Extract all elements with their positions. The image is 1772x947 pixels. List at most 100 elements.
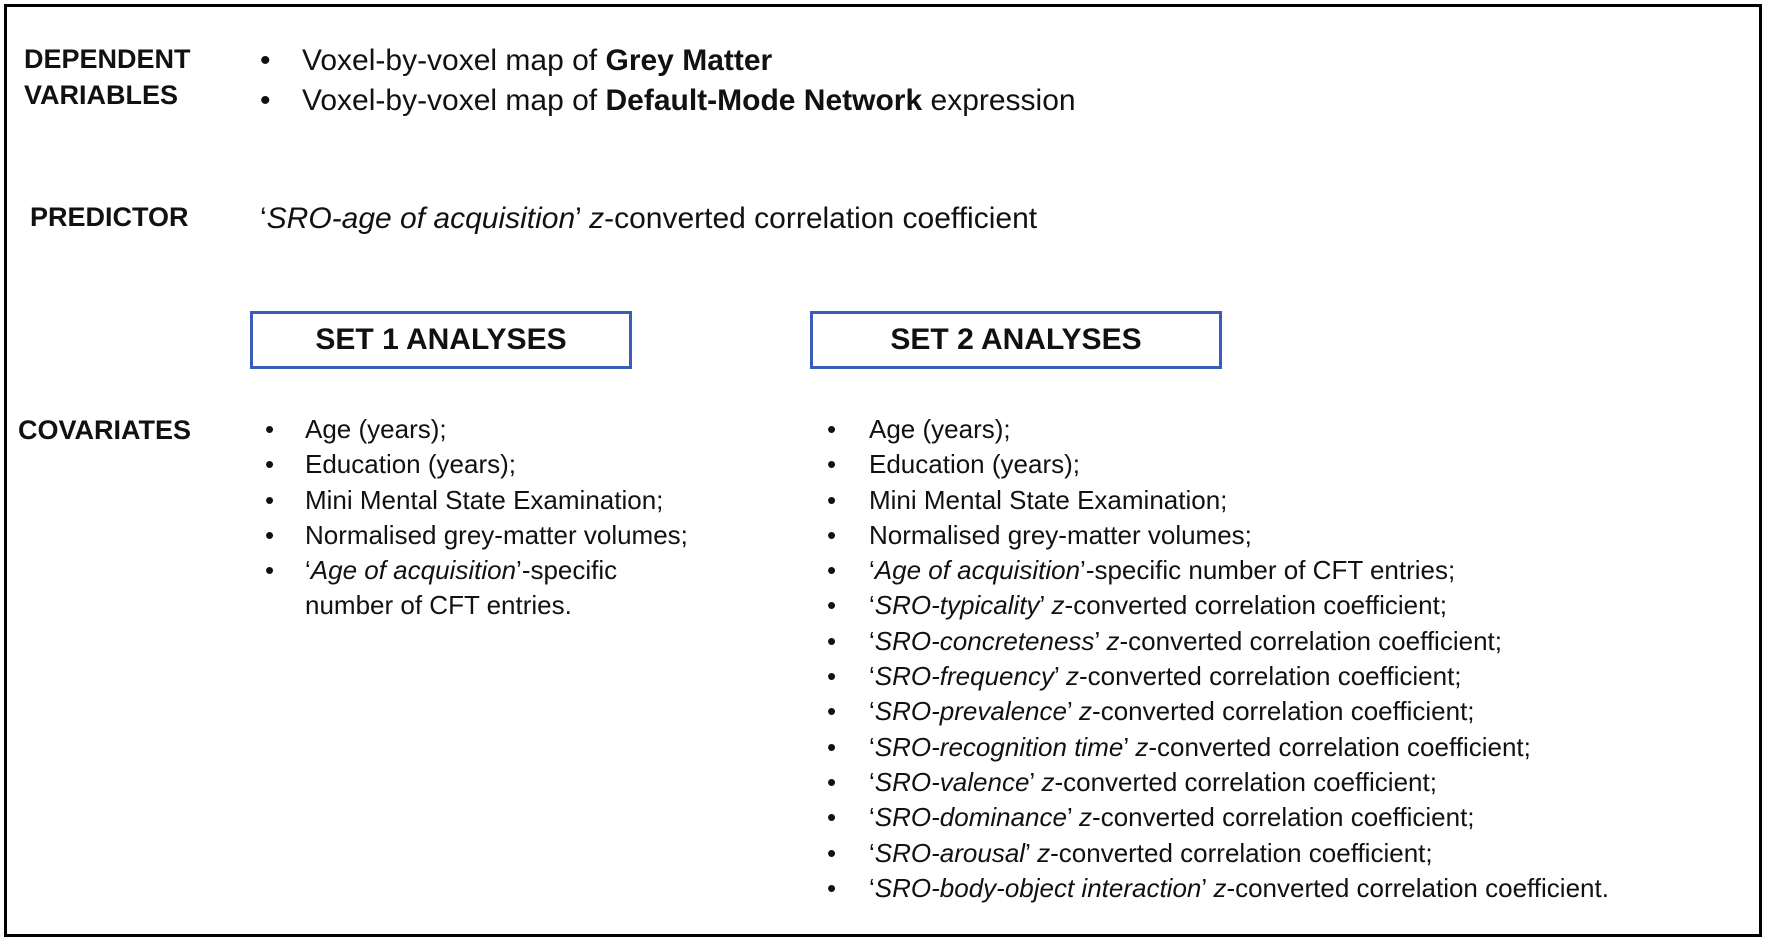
covariate-rest: -specific number of CFT entries; — [1085, 555, 1456, 586]
predictor-text: ‘SRO-age of acquisition’ z-converted cor… — [260, 199, 1037, 239]
covariate-text: Mini Mental State Examination; — [869, 484, 1228, 515]
bullet-icon: • — [827, 449, 837, 480]
z-symbol: z — [1213, 872, 1227, 903]
quote-open: ‘ — [305, 555, 311, 586]
set2-analyses-box: SET 2 ANALYSES — [810, 311, 1222, 369]
list-item: • Normalised grey-matter volumes; — [265, 518, 705, 553]
covariate-rest: -converted correlation coefficient; — [1064, 590, 1448, 621]
predictor-label: PREDICTOR — [30, 202, 189, 232]
covariate-term: SRO-prevalence — [874, 696, 1067, 727]
list-item: • ‘Age of acquisition’-specific number of… — [827, 553, 1757, 588]
quote-close: ’ — [1080, 555, 1086, 586]
covariate-rest: -converted correlation coefficient; — [1092, 696, 1475, 727]
bullet-icon: • — [265, 484, 275, 515]
z-symbol: z — [1135, 731, 1149, 762]
quote-open: ‘ — [869, 837, 875, 868]
bullet-icon: • — [827, 802, 837, 833]
dependent-item-bold: Grey Matter — [605, 44, 773, 77]
covariate-rest: -converted correlation coefficient; — [1050, 837, 1433, 868]
bullet-icon: • — [827, 625, 837, 656]
bullet-icon: • — [827, 696, 837, 727]
bullet-icon: • — [827, 519, 837, 550]
covariate-text: Age (years); — [869, 414, 1011, 444]
list-item: •‘SRO-dominance’ z-converted correlation… — [827, 800, 1757, 835]
covariate-rest: -converted correlation coefficient; — [1092, 802, 1475, 833]
list-item: • ‘SRO-body-object interaction’ z-convert… — [827, 871, 1757, 906]
bullet-icon: • — [265, 519, 275, 550]
set2-covariates-list: • Age (years); • Education (years); • Mini … — [827, 412, 1757, 906]
dependent-item-bold: Default-Mode Network — [605, 84, 923, 117]
covariate-rest: -converted correlation coefficient. — [1226, 872, 1609, 903]
list-item: • Voxel-by-voxel map of Default-Mode Net… — [260, 81, 1076, 121]
covariate-text: Normalised grey-matter volumes; — [869, 519, 1252, 550]
list-item: •‘SRO-frequency’ z-converted correlation… — [827, 659, 1757, 694]
list-item: • Mini Mental State Examination; — [265, 483, 705, 518]
quote-open: ‘ — [260, 202, 267, 235]
list-item: •Age (years); — [265, 412, 705, 447]
quote-open: ‘ — [869, 625, 875, 656]
list-item: • Mini Mental State Examination; — [827, 483, 1757, 518]
covariate-term: SRO-arousal — [874, 837, 1026, 868]
covariate-term: Age of acquisition — [310, 555, 517, 586]
bullet-icon: • — [827, 837, 837, 868]
covariate-text: Mini Mental State Examination; — [305, 484, 664, 515]
quote-close: ’ — [516, 555, 522, 586]
bullet-icon: • — [827, 414, 837, 444]
bullet-icon: • — [260, 44, 271, 77]
quote-open: ‘ — [869, 555, 875, 586]
set1-covariates-list: •Age (years); • Education (years); • Mini … — [265, 412, 705, 624]
quote-open: ‘ — [869, 766, 875, 797]
bullet-icon: • — [265, 449, 275, 480]
list-item: •‘SRO-concreteness’ z-converted correlat… — [827, 624, 1757, 659]
predictor-rest: -converted correlation coefficient — [604, 202, 1038, 235]
bullet-icon: • — [827, 872, 837, 903]
quote-open: ‘ — [869, 872, 875, 903]
z-symbol: z — [1079, 802, 1093, 833]
quote-close: ’ — [1123, 731, 1136, 762]
list-item: •‘SRO-prevalence’ z-converted correlatio… — [827, 694, 1757, 729]
dependent-label-line2: VARIABLES — [24, 80, 179, 110]
list-item: •‘SRO-arousal’ z-converted correlation c… — [827, 836, 1757, 871]
covariates-label: COVARIATES — [18, 415, 192, 445]
bullet-icon: • — [265, 555, 275, 586]
covariate-term: Age of acquisition — [874, 555, 1081, 586]
quote-close: ’ — [1066, 802, 1080, 833]
set1-analyses-box: SET 1 ANALYSES — [250, 311, 632, 369]
bullet-icon: • — [827, 731, 837, 762]
covariate-text: Normalised grey-matter volumes; — [305, 519, 688, 550]
covariate-text: Education (years); — [869, 449, 1080, 480]
z-symbol: z — [589, 202, 605, 235]
list-item: •‘SRO-typicality’ z-converted correlatio… — [827, 588, 1757, 623]
quote-close: ’ — [1201, 872, 1214, 903]
list-item: • ‘Age of acquisition’-specific number of… — [265, 553, 705, 624]
z-symbol: z — [1079, 696, 1093, 727]
z-symbol: z — [1051, 590, 1065, 621]
quote-close: ’ — [575, 202, 581, 235]
quote-open: ‘ — [869, 661, 875, 692]
covariate-text: Education (years); — [305, 449, 516, 480]
covariate-rest: -specific number of CFT entries. — [305, 555, 618, 621]
covariate-rest: -converted correlation coefficient; — [1119, 625, 1502, 656]
bullet-icon: • — [827, 484, 837, 515]
quote-open: ‘ — [869, 802, 875, 833]
covariate-rest: -converted correlation coefficient; — [1079, 661, 1462, 692]
covariate-rest: -converted correlation coefficient; — [1148, 731, 1531, 762]
bullet-icon: • — [827, 555, 837, 586]
covariate-term: SRO-body-object interaction — [874, 872, 1202, 903]
quote-close: ’ — [1053, 661, 1067, 692]
list-item: • Age (years); — [827, 412, 1757, 447]
quote-close: ’ — [1094, 625, 1107, 656]
bullet-icon: • — [265, 414, 275, 444]
dependent-label-line1: DEPENDENT — [24, 44, 191, 74]
list-item: • Education (years); — [827, 447, 1757, 482]
covariate-term: SRO-concreteness — [874, 625, 1095, 656]
dependent-item-text: Voxel-by-voxel map of — [302, 44, 606, 77]
bullet-icon: • — [260, 84, 271, 117]
quote-close: ’ — [1029, 766, 1042, 797]
dependent-variables-list: • Voxel-by-voxel map of Grey Matter • Vo… — [260, 41, 1076, 121]
dependent-variables-label: DEPENDENT VARIABLES — [24, 41, 191, 113]
z-symbol: z — [1066, 661, 1080, 692]
list-item: • Education (years); — [265, 447, 705, 482]
quote-open: ‘ — [869, 590, 875, 621]
covariate-term: SRO-frequency — [874, 661, 1054, 692]
